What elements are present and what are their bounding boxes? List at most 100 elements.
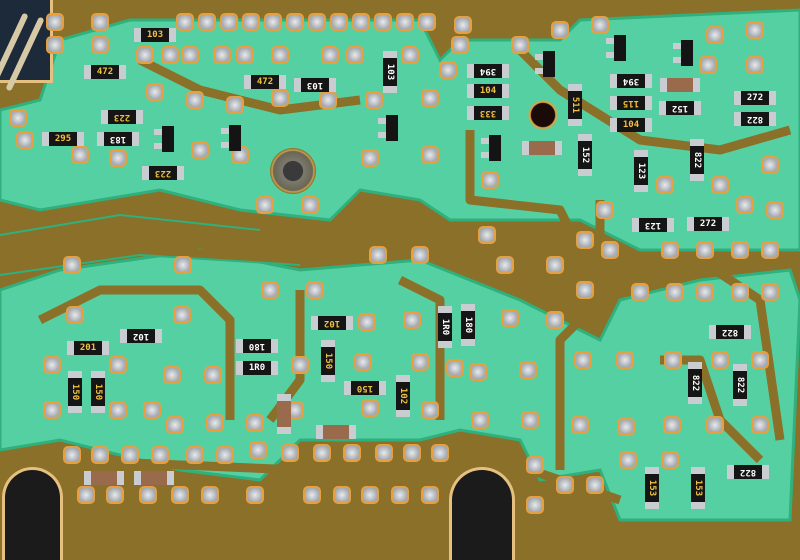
solder-pad	[345, 446, 359, 460]
capacitor	[316, 425, 356, 439]
solder-pad	[111, 358, 125, 372]
solder-pad	[603, 243, 617, 257]
solder-pad	[528, 458, 542, 472]
capacitor	[84, 471, 124, 485]
solder-pad	[215, 48, 229, 62]
solder-pad	[248, 416, 262, 430]
solder-pad	[48, 15, 62, 29]
resistor: 115	[610, 96, 652, 110]
solder-pad	[305, 488, 319, 502]
solder-pad	[163, 48, 177, 62]
resistor: 104	[467, 84, 509, 98]
solder-pad	[698, 285, 712, 299]
resistor: 180	[461, 304, 475, 346]
mounting-hole	[528, 100, 558, 130]
solder-pad	[188, 93, 202, 107]
solder-pad	[178, 15, 192, 29]
solder-pad	[701, 58, 715, 72]
solder-pad	[708, 28, 722, 42]
solder-pad	[663, 243, 677, 257]
solder-pad	[413, 355, 427, 369]
resistor: 201	[67, 341, 109, 355]
solder-pad	[11, 111, 25, 125]
solder-pad	[521, 363, 535, 377]
resistor: 272	[734, 91, 776, 105]
solder-pad	[619, 420, 633, 434]
solder-pad	[363, 488, 377, 502]
solder-pad	[558, 478, 572, 492]
transistor	[535, 51, 555, 77]
solder-pad	[153, 448, 167, 462]
transistor	[606, 35, 626, 61]
solder-pad	[748, 23, 762, 37]
resistor: 472	[84, 65, 126, 79]
resistor: 183	[97, 132, 139, 146]
resistor: 1R0	[236, 361, 278, 375]
solder-pad	[371, 248, 385, 262]
solder-pad	[666, 353, 680, 367]
solder-pad	[433, 446, 447, 460]
solder-pad	[248, 488, 262, 502]
solder-pad	[423, 403, 437, 417]
solder-pad	[173, 488, 187, 502]
solder-pad	[288, 15, 302, 29]
solder-pad	[108, 488, 122, 502]
resistor: 153	[645, 467, 659, 509]
solder-pad	[222, 15, 236, 29]
solder-pad	[123, 448, 137, 462]
solder-pad	[93, 15, 107, 29]
solder-pad	[573, 418, 587, 432]
resistor: 152	[659, 101, 701, 115]
solder-pad	[398, 15, 412, 29]
resistor: 152	[578, 134, 592, 176]
capacitor	[522, 141, 562, 155]
solder-pad	[354, 15, 368, 29]
resistor: 394	[467, 64, 509, 78]
resistor: 150	[321, 340, 335, 382]
resistor: 295	[42, 132, 84, 146]
solder-pad	[420, 15, 434, 29]
resistor: 102	[396, 375, 410, 417]
solder-pad	[578, 233, 592, 247]
solder-pad	[753, 418, 767, 432]
solder-pad	[548, 258, 562, 272]
solder-pad	[308, 283, 322, 297]
resistor: 103	[383, 51, 397, 93]
solder-pad	[528, 498, 542, 512]
solder-pad	[738, 198, 752, 212]
solder-pad	[251, 443, 265, 457]
resistor: 223	[101, 110, 143, 124]
solder-pad	[79, 488, 93, 502]
solder-pad	[763, 158, 777, 172]
resistor: 822	[733, 364, 747, 406]
solder-pad	[363, 401, 377, 415]
solder-pad	[348, 48, 362, 62]
solder-pad	[668, 285, 682, 299]
solder-pad	[218, 448, 232, 462]
solder-pad	[483, 173, 497, 187]
solder-pad	[733, 243, 747, 257]
solder-pad	[453, 38, 467, 52]
solder-pad	[593, 18, 607, 32]
resistor: 150	[91, 371, 105, 413]
board-cutout-left	[5, 470, 60, 560]
solder-pad	[315, 446, 329, 460]
solder-pad	[423, 91, 437, 105]
solder-pad	[548, 313, 562, 327]
resistor: 123	[632, 218, 674, 232]
solder-pad	[293, 358, 307, 372]
transistor	[154, 126, 174, 152]
resistor: 104	[610, 118, 652, 132]
solder-pad	[441, 63, 455, 77]
solder-pad	[576, 353, 590, 367]
solder-pad	[471, 365, 485, 379]
solder-pad	[588, 478, 602, 492]
resistor: 102	[120, 329, 162, 343]
resistor: 1R0	[438, 306, 452, 348]
solder-pad	[698, 243, 712, 257]
solder-pad	[48, 38, 62, 52]
solder-pad	[45, 358, 59, 372]
solder-pad	[578, 283, 592, 297]
solder-pad	[263, 283, 277, 297]
solder-pad	[618, 353, 632, 367]
